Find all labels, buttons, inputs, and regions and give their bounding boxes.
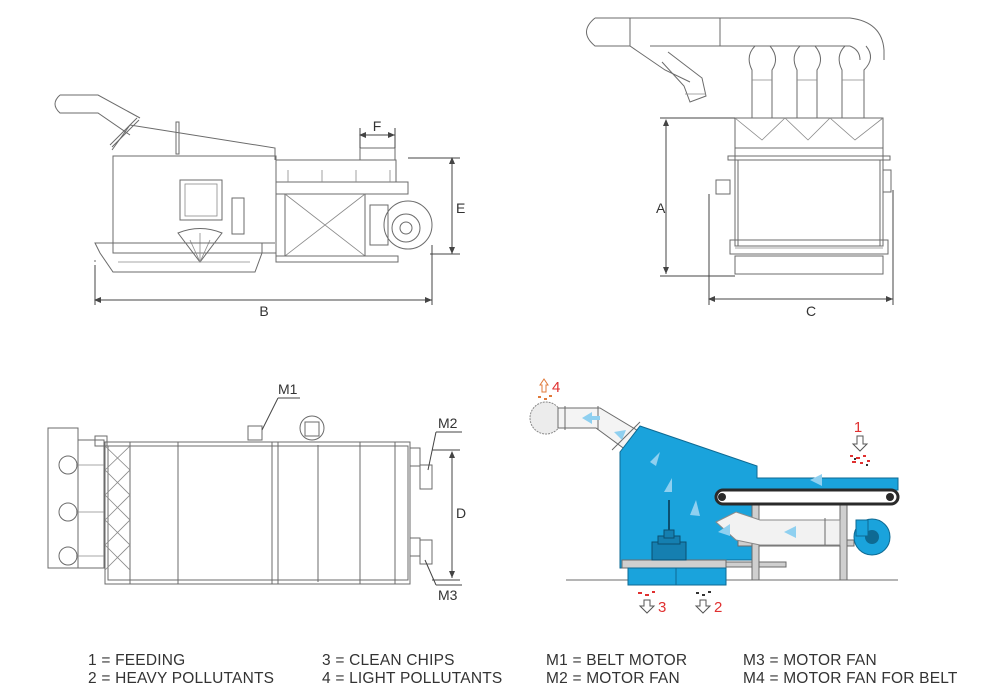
flow-schematic-view bbox=[529, 378, 900, 614]
flow-label-3: 3 bbox=[658, 599, 666, 616]
top-plan-view bbox=[47, 415, 433, 585]
legend: 1 = FEEDING 2 = HEAVY POLLUTANTS 3 = CLE… bbox=[0, 652, 1000, 692]
side-elevation-view bbox=[54, 94, 433, 273]
legend-item-3: 3 = CLEAN CHIPS bbox=[322, 652, 455, 669]
legend-item-m4: M4 = MOTOR FAN FOR BELT bbox=[743, 670, 958, 687]
legend-item-m3: M3 = MOTOR FAN bbox=[743, 652, 877, 669]
dimension-c: C bbox=[708, 190, 894, 319]
air-flow-arrows bbox=[582, 412, 822, 538]
legend-item-m2: M2 = MOTOR FAN bbox=[546, 670, 680, 687]
legend-item-2: 2 = HEAVY POLLUTANTS bbox=[88, 670, 275, 687]
callout-m1: M1 bbox=[261, 381, 300, 431]
dimension-f: F bbox=[359, 118, 396, 148]
flow-label-2: 2 bbox=[714, 599, 722, 616]
outlet-cyclone bbox=[529, 401, 563, 435]
dim-b-label: B bbox=[259, 303, 268, 319]
dim-c-label: C bbox=[806, 303, 816, 319]
dim-a-label: A bbox=[656, 200, 666, 216]
callout-m2-label: M2 bbox=[438, 415, 458, 431]
legend-item-1: 1 = FEEDING bbox=[88, 652, 186, 669]
dim-f-label: F bbox=[373, 118, 382, 134]
callout-m3-label: M3 bbox=[438, 587, 458, 603]
dimension-d: D bbox=[432, 449, 466, 581]
front-elevation-view bbox=[586, 17, 892, 275]
conveyor-belt bbox=[714, 488, 900, 506]
legend-item-m1: M1 = BELT MOTOR bbox=[546, 652, 688, 669]
flow-label-1: 1 bbox=[854, 419, 862, 436]
belt-motor bbox=[651, 500, 687, 561]
dim-e-label: E bbox=[456, 200, 465, 216]
callout-m3: M3 bbox=[424, 559, 462, 603]
callout-m1-label: M1 bbox=[278, 381, 298, 397]
flow-label-4: 4 bbox=[552, 379, 560, 396]
callout-m2: M2 bbox=[427, 415, 462, 471]
dimension-e: E bbox=[408, 157, 465, 255]
dimension-a: A bbox=[656, 117, 735, 277]
legend-item-4: 4 = LIGHT POLLUTANTS bbox=[322, 670, 503, 687]
dim-d-label: D bbox=[456, 505, 466, 521]
dimension-b: B bbox=[94, 245, 433, 319]
